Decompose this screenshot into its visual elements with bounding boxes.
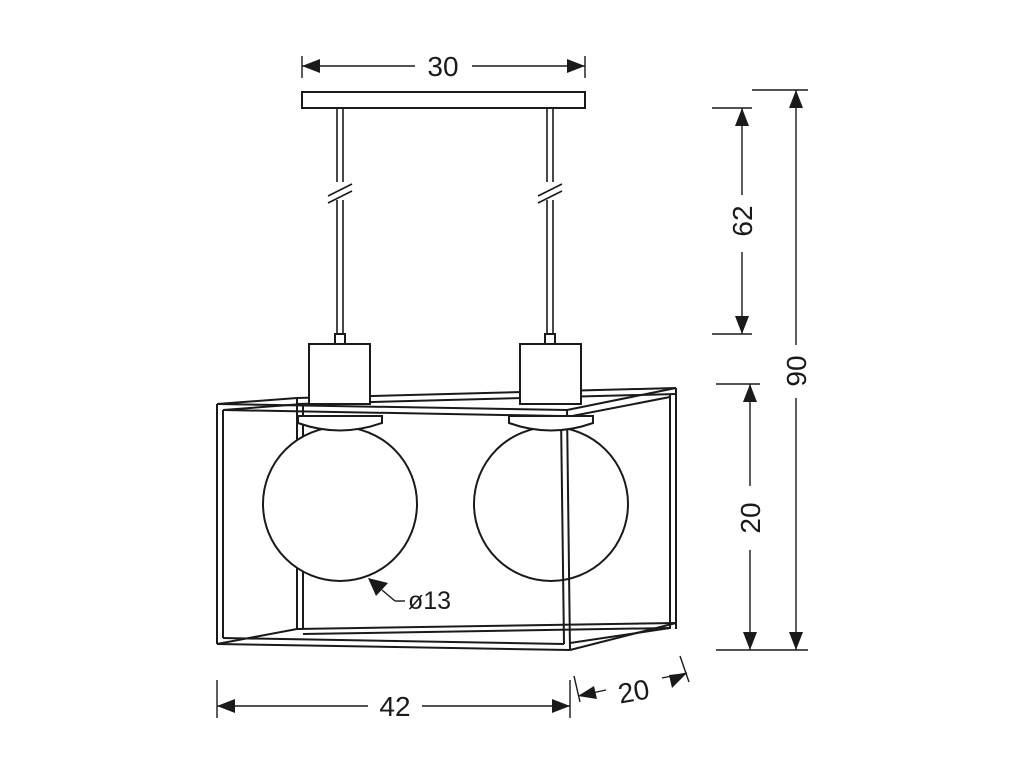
holder-left-body xyxy=(308,343,371,405)
dim-height-to-shade: 62 xyxy=(712,107,758,335)
dim-top-width: 30 xyxy=(301,51,586,82)
callout-leader xyxy=(381,589,396,602)
holder-left-cap xyxy=(334,333,346,345)
lamp-holder-left xyxy=(297,333,383,432)
frame-front-top-inner xyxy=(222,409,562,417)
arrow-left-icon xyxy=(302,59,320,73)
frame-front-bottom-inner xyxy=(222,637,565,645)
arrow-down-icon xyxy=(735,316,749,334)
dim-frame-height-label: 20 xyxy=(735,502,766,533)
arrow-up-icon xyxy=(789,90,803,108)
holder-right-collar xyxy=(508,415,594,432)
dim-frame-depth: 20 xyxy=(573,655,690,710)
frame-front-top xyxy=(216,403,568,411)
cable-break-mark xyxy=(327,183,353,197)
lamp-holder-right xyxy=(508,333,594,432)
globe-right xyxy=(473,426,629,582)
frame-front-post-right xyxy=(566,409,571,651)
frame-back-bottom xyxy=(296,622,677,630)
dim-frame-width: 42 xyxy=(216,680,571,722)
dim-frame-depth-label: 20 xyxy=(616,674,652,710)
globe-left-bulb xyxy=(262,426,418,582)
ceiling-canopy xyxy=(301,91,586,109)
arrow-right-icon xyxy=(567,59,585,73)
frame-bottom-left-rail xyxy=(216,628,298,645)
frame-back-bottom-inner xyxy=(302,627,671,635)
cable-break-mark xyxy=(327,190,353,204)
dim-globe-diameter-label: ø13 xyxy=(408,587,451,615)
dim-globe-diameter: ø13 xyxy=(368,578,451,615)
cable-break-mark xyxy=(537,183,563,197)
dim-total-height: 90 xyxy=(752,89,812,651)
frame-bottom-right-rail-inner xyxy=(569,627,671,644)
frame-front-post-right-inner xyxy=(560,415,565,645)
frame-front-bottom xyxy=(216,643,571,651)
frame-top-left-rail xyxy=(216,397,298,405)
suspension-cables xyxy=(327,108,563,334)
holder-right-body xyxy=(519,343,582,405)
globe-left xyxy=(262,426,418,582)
frame-top-right-rail-inner xyxy=(566,396,671,418)
arrow-left-icon xyxy=(217,699,235,713)
holder-left-collar xyxy=(297,415,383,432)
dim-height-to-shade-label: 62 xyxy=(727,205,758,236)
holder-right-cap xyxy=(544,333,556,345)
dim-frame-depth-ext-right xyxy=(679,655,690,683)
dim-frame-depth-ext-left xyxy=(573,675,581,703)
globe-right-bulb xyxy=(473,426,629,582)
arrow-left-icon xyxy=(578,686,597,699)
dim-frame-width-label: 42 xyxy=(379,691,410,722)
arrow-up-icon xyxy=(743,384,757,402)
callout-arrow-icon xyxy=(368,578,388,596)
arrow-right-icon xyxy=(552,699,570,713)
dim-total-height-label: 90 xyxy=(781,355,812,386)
frame-side-rails xyxy=(216,387,677,651)
frame-bottom-right-rail xyxy=(569,622,677,651)
dim-top-width-label: 30 xyxy=(427,51,458,82)
arrow-down-icon xyxy=(789,632,803,650)
frame-top-right-rail xyxy=(566,387,677,411)
arrow-right-icon xyxy=(669,673,687,688)
arrow-down-icon xyxy=(743,632,757,650)
frame-front xyxy=(216,403,571,651)
arrow-up-icon xyxy=(735,108,749,126)
dim-frame-height: 20 xyxy=(716,383,766,651)
cable-break-mark xyxy=(537,190,563,204)
